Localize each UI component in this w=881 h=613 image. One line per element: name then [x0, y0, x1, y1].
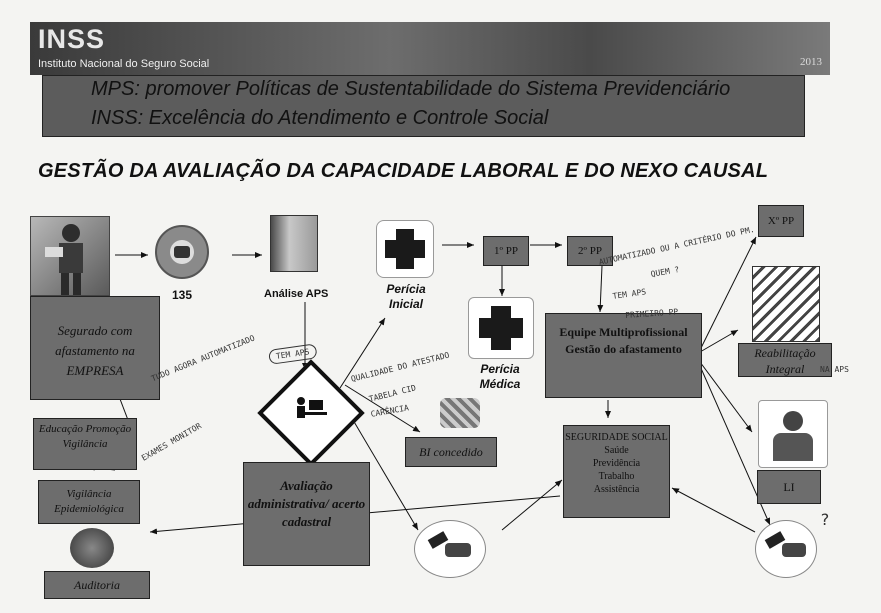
avaliacao-box: Avaliação administrativa/ acerto cadastr… [243, 462, 370, 566]
injured-worker-image [30, 216, 110, 296]
person-icon [758, 400, 828, 468]
auditoria-box: Auditoria [44, 571, 150, 599]
segurado-box: Segurado com afastamento na EMPRESA [30, 296, 160, 400]
seguridade-box: SEGURIDADE SOCIAL Saúde Previdência Trab… [563, 425, 670, 518]
pericia-medica-label: Perícia Médica [479, 362, 521, 391]
xpp-box: Xº PP [758, 205, 804, 237]
aps-label: Análise APS [264, 288, 329, 300]
seguridade-title: SEGURIDADE SOCIAL [565, 432, 668, 443]
seguridade-item: Previdência [592, 458, 641, 469]
pp2-box: 2º PP [567, 236, 613, 266]
page-title: GESTÃO DA AVALIAÇÃO DA CAPACIDADE LABORA… [38, 160, 769, 182]
medical-cross-icon [376, 220, 434, 278]
seguridade-item: Trabalho [598, 471, 635, 482]
pericia-inicial-label: Perícia Inicial [386, 282, 426, 311]
li-box: LI [757, 470, 821, 504]
desk-worker-glyph [293, 396, 329, 424]
header-banner: INSS Instituto Nacional do Seguro Social… [30, 22, 830, 75]
auditor-person-icon [70, 528, 114, 568]
mission-line-mps: MPS: promover Políticas de Sustentabilid… [91, 78, 731, 100]
equipe-box: Equipe Multiprofissional Gestão do afast… [545, 313, 702, 398]
bi-concedido-box: BI concedido [405, 437, 497, 467]
aps-book-icon [270, 215, 318, 272]
reabilitacao-box: Reabilitação Integral [738, 343, 832, 377]
year-label: 2013 [800, 56, 822, 68]
rehabilitation-icon [752, 266, 820, 342]
phone-icon [155, 225, 209, 279]
pp1-box: 1º PP [483, 236, 529, 266]
org-name: Instituto Nacional do Seguro Social [38, 58, 210, 70]
mission-line-inss: INSS: Excelência do Atendimento e Contro… [91, 107, 549, 129]
educacao-box: Educação Promoção Vigilância [33, 418, 137, 470]
seguridade-item: Saúde [604, 445, 629, 456]
pericia-medica-cross-icon [468, 297, 534, 359]
phone-label: 135 [172, 288, 193, 302]
gavel-icon [414, 520, 486, 578]
vigilancia-box: Vigilância Epidemiológica [38, 480, 140, 524]
seguridade-item: Assistência [593, 484, 640, 495]
handwritten-note: NA APS [820, 365, 849, 374]
puzzle-icon [440, 398, 480, 428]
gavel-icon-right [755, 520, 817, 578]
handwritten-note: ? [820, 510, 830, 529]
mission-box: MPS: promover Políticas de Sustentabilid… [42, 75, 805, 137]
inss-logo: INSS [38, 24, 106, 54]
